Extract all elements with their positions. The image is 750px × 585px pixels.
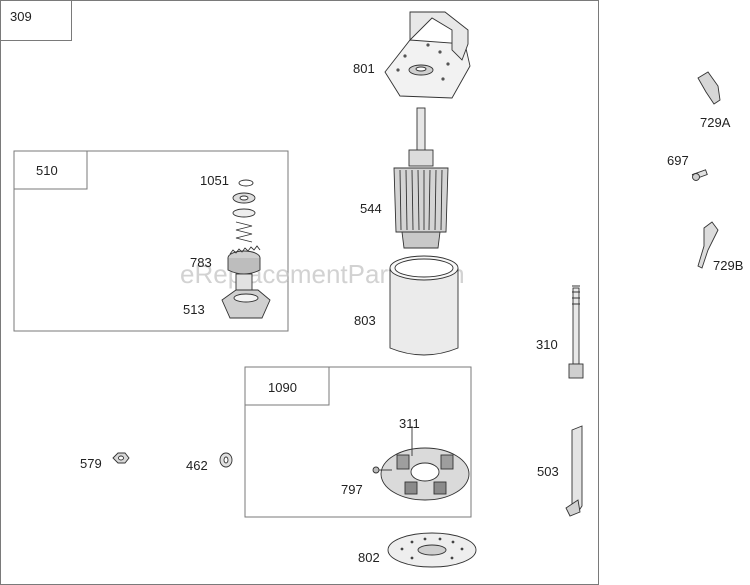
group-510-frame [13,150,289,332]
group-1090-label: 1090 [268,380,297,395]
part-513-drive-base [221,273,271,319]
label-801: 801 [353,61,375,76]
group-510-box [13,150,88,190]
label-311: 311 [399,416,420,431]
part-729b-clip [697,221,719,269]
part-697-screw [691,169,708,181]
part-spring [235,221,253,243]
part-544-armature [393,107,449,249]
part-803-housing [389,255,459,356]
part-310-bolt [568,285,584,379]
part-729a-clip [697,71,721,105]
group-1090-box [244,366,330,406]
part-801-end-cap [384,11,471,99]
label-803: 803 [354,313,376,328]
label-503: 503 [537,464,559,479]
label-802: 802 [358,550,380,565]
group-1090-frame [244,366,472,518]
label-544: 544 [360,201,382,216]
label-513: 513 [183,302,205,317]
part-579-nut [112,452,130,464]
label-797: 797 [341,482,363,497]
label-783: 783 [190,255,212,270]
label-579: 579 [80,456,102,471]
label-462: 462 [186,458,208,473]
label-729a: 729A [700,115,731,130]
label-729b: 729B [713,258,743,273]
label-1051: 1051 [200,173,229,188]
part-783-pinion [227,245,261,275]
main-frame [0,0,599,585]
part-311-brush-holder [372,447,470,501]
part-503-bracket [565,425,583,517]
group-309-label: 309 [10,9,32,24]
label-697: 697 [667,153,689,168]
part-802-end-plate [387,532,477,568]
label-310: 310 [536,337,558,352]
part-462-washer [219,452,233,468]
group-309-box [0,0,72,41]
part-1051-retainer [232,179,256,218]
group-510-label: 510 [36,163,58,178]
